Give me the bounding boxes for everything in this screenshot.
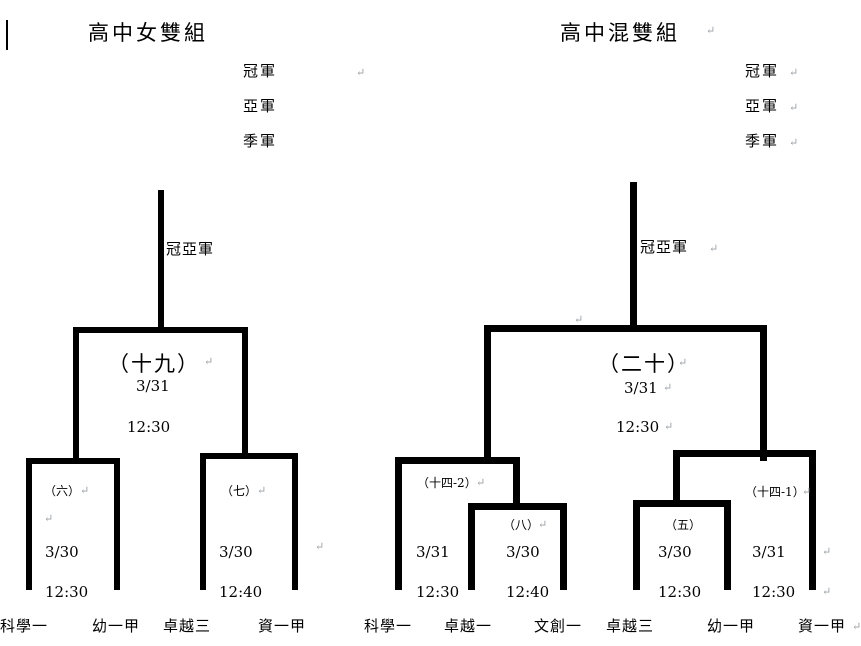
bracket-final-stem-right	[630, 182, 637, 327]
group-title-mixed-doubles: 高中混雙組	[560, 21, 680, 45]
bracket-round1-top-right-5	[633, 500, 731, 507]
bracket-final-stem-left	[158, 190, 164, 332]
bracket-semifinal-leg-right-2	[760, 325, 767, 461]
pilcrow-mark: ↵	[789, 66, 799, 79]
pilcrow-mark: ↵	[356, 66, 366, 79]
pilcrow-mark: ↵	[663, 381, 673, 394]
group-title-womens-doubles: 高中女雙組	[88, 21, 208, 45]
bracket-round1-top-right-8	[468, 503, 567, 510]
pilcrow-mark: ↵	[789, 101, 799, 114]
match-time-5: 12:30	[658, 583, 702, 601]
pilcrow-mark: ↵	[257, 484, 267, 497]
team-name: 卓越三	[163, 617, 212, 635]
bracket-quarter-leg-right-2b	[809, 450, 816, 590]
match-code-19: （十九）	[108, 352, 200, 376]
final-stem-label-left: 冠亞軍	[166, 240, 215, 258]
match-code-14-2: （十四-2）	[417, 476, 477, 490]
team-name: 幼一甲	[92, 617, 141, 635]
bracket-round1-top-left-1	[26, 458, 120, 464]
pilcrow-mark: ↵	[822, 585, 832, 598]
match-date-14-1: 3/31	[752, 543, 786, 561]
match-time-20: 12:30	[616, 418, 660, 436]
pilcrow-mark: ↵	[476, 476, 486, 489]
rank-label-champion-right: 冠軍	[745, 62, 780, 80]
rank-label-third-right: 季軍	[745, 132, 780, 150]
match-date-6: 3/30	[45, 543, 79, 561]
rank-label-champion-left: 冠軍	[243, 62, 278, 80]
pilcrow-mark: ↵	[44, 512, 54, 525]
match-code-14-1: （十四-1）	[745, 485, 805, 499]
match-date-19: 3/31	[136, 377, 170, 395]
bracket-semifinal-leg-left-2	[242, 327, 248, 458]
pilcrow-mark: ↵	[789, 136, 799, 149]
bracket-quarter-top-right-1	[395, 457, 520, 464]
pilcrow-mark: ↵	[538, 518, 548, 531]
match-time-7: 12:40	[219, 583, 263, 601]
match-date-7: 3/30	[219, 543, 253, 561]
rank-label-runnerup-left: 亞軍	[243, 97, 278, 115]
team-name: 資一甲	[798, 617, 847, 635]
pilcrow-mark: ↵	[822, 545, 832, 558]
pilcrow-mark: ↵	[678, 356, 688, 369]
bracket-quarter-top-right-2	[673, 450, 816, 457]
bracket-round1-leg-right-5a	[633, 500, 640, 590]
match-time-8: 12:40	[506, 583, 550, 601]
match-date-8: 3/30	[506, 543, 540, 561]
match-time-19: 12:30	[127, 418, 171, 436]
pilcrow-mark: ↵	[80, 484, 90, 497]
team-name: 資一甲	[258, 617, 307, 635]
match-code-20: （二十）	[598, 352, 690, 376]
team-name: 文創一	[534, 617, 583, 635]
rank-label-third-left: 季軍	[243, 132, 278, 150]
match-time-14-1: 12:30	[752, 583, 796, 601]
bracket-round1-leg-left-1b	[114, 458, 120, 590]
rank-label-runnerup-right: 亞軍	[745, 97, 780, 115]
team-name: 科學一	[364, 617, 413, 635]
pilcrow-mark: ↵	[315, 540, 325, 553]
bracket-round1-leg-right-8b	[560, 503, 567, 590]
bracket-semifinal-top-left	[73, 327, 248, 333]
bracket-round1-leg-left-2b	[292, 453, 298, 590]
pilcrow-mark: ↵	[709, 242, 719, 255]
match-code-8: （八）	[503, 518, 540, 532]
match-date-20: 3/31	[624, 379, 658, 397]
match-code-5: （五）	[665, 518, 702, 532]
text-caret	[6, 20, 8, 50]
final-stem-label-right: 冠亞軍	[640, 238, 689, 256]
pilcrow-mark: ↵	[204, 355, 214, 368]
pilcrow-mark: ↵	[664, 420, 674, 433]
bracket-round1-leg-right-8a	[468, 503, 475, 590]
pilcrow-mark: ↵	[706, 24, 716, 37]
bracket-round1-leg-right-5b	[724, 500, 731, 590]
bracket-quarter-leg-right-1b	[513, 457, 520, 507]
match-date-14-2: 3/31	[416, 543, 450, 561]
bracket-quarter-leg-right-2a	[673, 450, 680, 506]
team-name: 卓越三	[606, 617, 655, 635]
team-name: 卓越一	[444, 617, 493, 635]
bracket-round1-leg-left-2a	[200, 453, 206, 590]
pilcrow-mark: ↵	[574, 313, 584, 326]
match-time-14-2: 12:30	[416, 583, 460, 601]
pilcrow-mark: ↵	[802, 485, 812, 498]
bracket-semifinal-leg-right-1	[484, 325, 491, 461]
pilcrow-mark: ↵	[852, 620, 861, 633]
bracket-quarter-leg-right-1a	[395, 457, 402, 590]
team-name: 科學一	[0, 617, 49, 635]
bracket-semifinal-leg-left-1	[73, 327, 79, 458]
match-code-6: （六）	[44, 484, 81, 498]
match-code-7: （七）	[221, 484, 258, 498]
match-time-6: 12:30	[45, 583, 89, 601]
team-name: 幼一甲	[707, 617, 756, 635]
match-date-5: 3/30	[658, 543, 692, 561]
bracket-round1-leg-left-1a	[26, 458, 32, 590]
bracket-round1-top-left-2	[200, 453, 298, 459]
bracket-semifinal-top-right	[484, 325, 767, 332]
